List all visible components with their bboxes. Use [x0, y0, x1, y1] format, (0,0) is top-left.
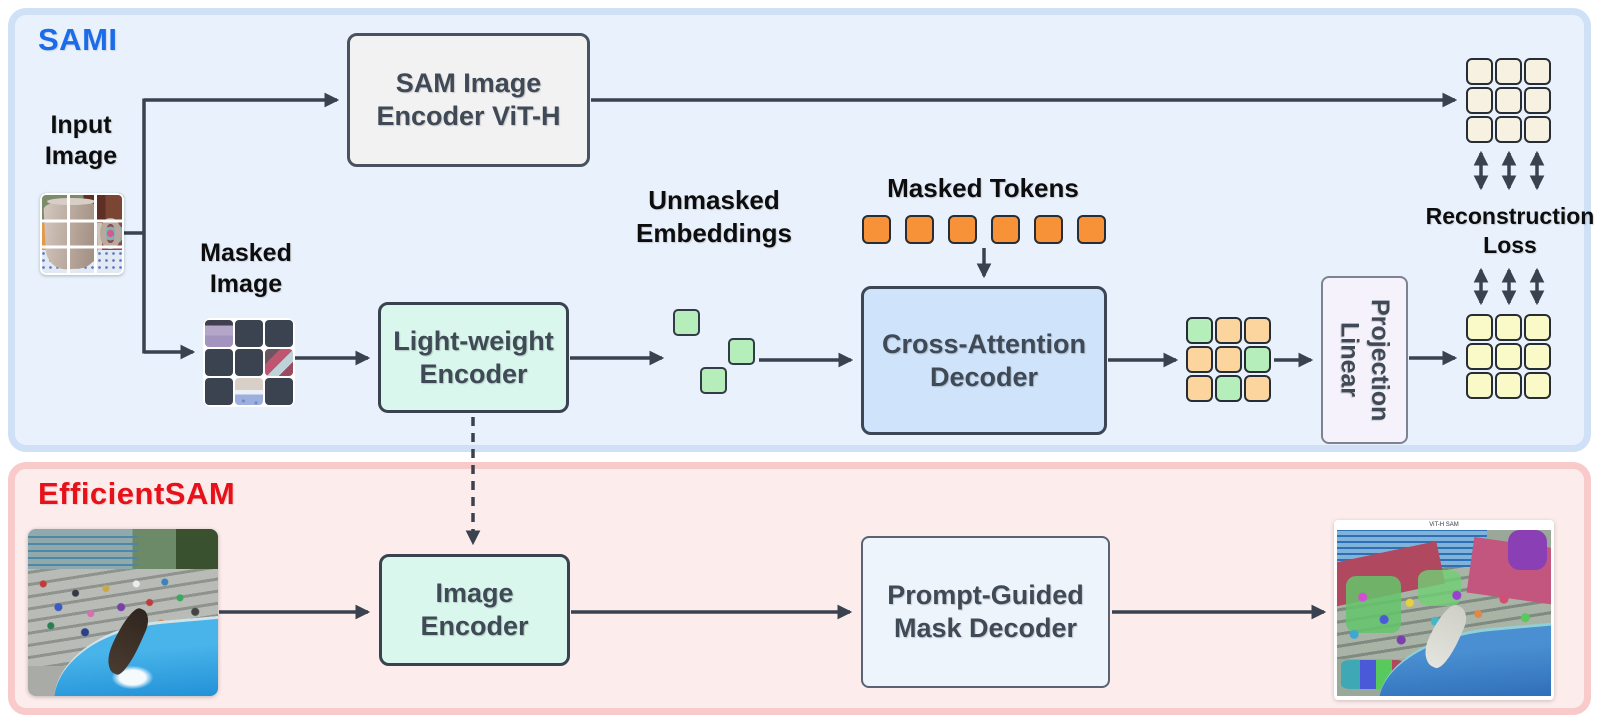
efficientsam-input-photo	[28, 529, 218, 696]
grid-cell-green	[1244, 346, 1271, 373]
unmasked-embeddings-label-line1: Unmasked	[648, 185, 780, 215]
lightweight-encoder-box: Light-weight Encoder	[378, 302, 569, 413]
mask-decoder-label-line2: Mask Decoder	[893, 613, 1078, 643]
grid-cell-peach	[1244, 317, 1271, 344]
grid-cell-masked_cell_dark	[235, 320, 263, 347]
reconstruction-loss-label-line1: Reconstruction	[1425, 203, 1595, 229]
masked-token	[905, 215, 934, 244]
grid-cell-peach	[1186, 346, 1213, 373]
sam-image-encoder-label-line2: Encoder ViT-H	[376, 101, 561, 131]
grid-cell-cream	[1466, 116, 1493, 143]
grid-cell-yellow	[1524, 314, 1551, 341]
segmented-output-image	[1337, 530, 1551, 696]
input-image-photo	[40, 193, 124, 275]
reconstructed-feature-grid	[1466, 314, 1551, 399]
reconstruction-loss-label-line2: Loss	[1483, 231, 1537, 258]
grid-cell-patch_glass	[265, 349, 293, 376]
sami-panel-title: SAMI	[38, 22, 118, 57]
grid-cell-peach	[1215, 346, 1242, 373]
grid-cell-patch_mug_bottom	[235, 378, 263, 405]
input-image-label-line2: Image	[44, 142, 118, 171]
segmented-output-caption: ViT-H SAM	[1429, 522, 1459, 528]
sam-image-encoder-label-line1: SAM Image	[395, 68, 542, 99]
masked-image-label: Masked Image	[186, 238, 306, 301]
masked-token	[1077, 215, 1106, 244]
unmasked-embedding-square	[700, 367, 727, 394]
unmasked-embeddings-label-line2: Embeddings	[635, 217, 792, 248]
unmasked-embedding-square	[728, 338, 755, 365]
grid-cell-yellow	[1466, 343, 1493, 370]
masked-tokens-row	[862, 215, 1106, 244]
grid-cell-yellow	[1466, 372, 1493, 399]
grid-cell-peach	[1186, 375, 1213, 402]
masked-token	[1034, 215, 1063, 244]
cross-attention-decoder-label-line1: Cross-Attention	[882, 328, 1086, 359]
grid-cell-green	[1215, 375, 1242, 402]
sam-image-encoder-box: SAM Image Encoder ViT-H	[347, 33, 590, 167]
masked-image-label-line2: Image	[209, 270, 283, 299]
input-image-label: Input Image	[26, 110, 136, 173]
grid-cell-masked_cell_dark	[205, 378, 233, 405]
grid-cell-yellow	[1495, 314, 1522, 341]
lightweight-encoder-label-line2: Encoder	[419, 358, 528, 389]
input-image-label-line1: Input	[50, 111, 112, 139]
grid-cell-yellow	[1524, 343, 1551, 370]
grid-cell-yellow	[1524, 372, 1551, 399]
grid-cell-cream	[1524, 58, 1551, 85]
masked-tokens-label: Masked Tokens	[887, 173, 1079, 203]
masked-image-grid	[203, 318, 295, 407]
grid-cell-masked_cell_dark	[205, 349, 233, 376]
grid-cell-masked_cell_dark	[265, 320, 293, 347]
masked-image-label-line1: Masked	[200, 239, 292, 267]
cross-attention-decoder-label-line2: Decoder	[929, 361, 1039, 392]
image-encoder-label-line2: Encoder	[420, 611, 529, 641]
masked-token	[862, 215, 891, 244]
grid-cell-cream	[1495, 116, 1522, 143]
grid-cell-cream	[1466, 58, 1493, 85]
grid-cell-peach	[1244, 375, 1271, 402]
image-encoder-box: Image Encoder	[379, 554, 570, 666]
efficientsam-panel-title: EfficientSAM	[38, 476, 236, 511]
grid-cell-masked_cell_dark	[265, 378, 293, 405]
masked-token	[991, 215, 1020, 244]
lightweight-encoder-label-line1: Light-weight	[393, 325, 554, 356]
unmasked-embeddings-label: Unmasked Embeddings	[614, 184, 814, 249]
grid-cell-yellow	[1495, 343, 1522, 370]
reconstruction-loss-label: Reconstruction Loss	[1425, 202, 1595, 260]
linear-projection-label-line2: Projection	[1366, 298, 1394, 422]
linear-projection-label-line1: Linear	[1335, 322, 1364, 398]
decoder-output-grid	[1186, 317, 1271, 402]
prompt-guided-mask-decoder-box: Prompt-Guided Mask Decoder	[861, 536, 1110, 688]
grid-cell-cream	[1524, 116, 1551, 143]
grid-cell-cream	[1495, 87, 1522, 114]
grid-cell-green	[1186, 317, 1213, 344]
masked-token	[948, 215, 977, 244]
sam-target-feature-grid	[1466, 58, 1551, 143]
segmented-output-card: ViT-H SAM	[1334, 520, 1554, 700]
grid-cell-cream	[1495, 58, 1522, 85]
grid-cell-cream	[1466, 87, 1493, 114]
patch-grid-overlay	[40, 193, 124, 275]
grid-cell-yellow	[1466, 314, 1493, 341]
mask-decoder-label-line1: Prompt-Guided	[887, 580, 1084, 611]
grid-cell-peach	[1215, 317, 1242, 344]
grid-cell-yellow	[1495, 372, 1522, 399]
cross-attention-decoder-box: Cross-Attention Decoder	[861, 286, 1107, 435]
unmasked-embedding-square	[673, 309, 700, 336]
linear-projection-box: Linear Projection	[1321, 276, 1408, 444]
grid-cell-patch_mug_top	[205, 320, 233, 347]
grid-cell-cream	[1524, 87, 1551, 114]
image-encoder-label-line1: Image	[435, 578, 514, 609]
grid-cell-masked_cell_dark	[235, 349, 263, 376]
efficientsam-panel	[8, 462, 1591, 715]
